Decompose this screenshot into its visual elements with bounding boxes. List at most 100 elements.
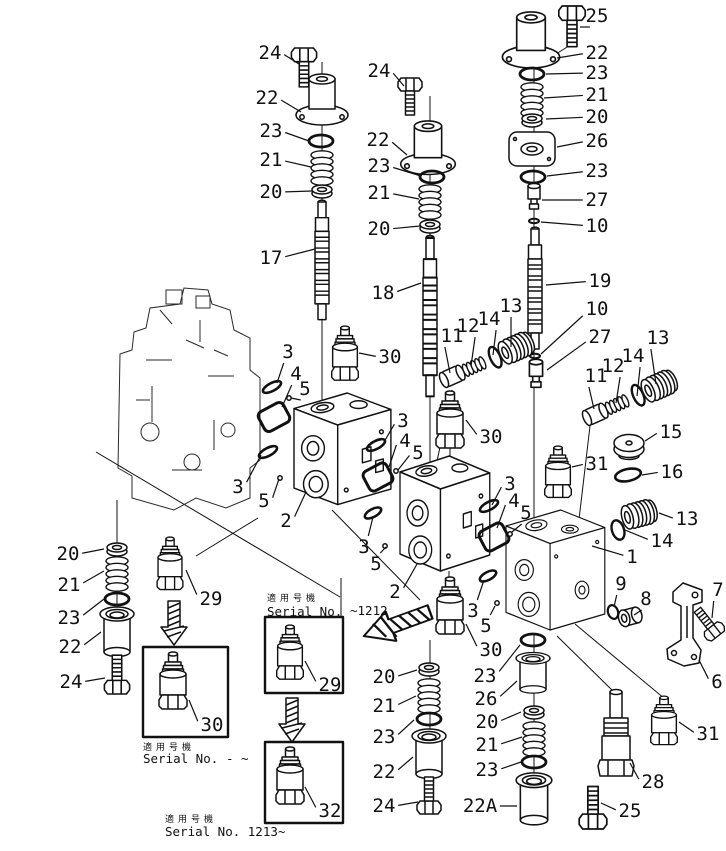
spring-21-bc xyxy=(417,678,441,714)
leader-line xyxy=(465,419,478,435)
oring-16 xyxy=(613,467,643,483)
part-number-label: 2 xyxy=(280,510,291,532)
leader-line xyxy=(501,736,523,745)
part-number-label: 25 xyxy=(586,5,609,27)
leader-line xyxy=(285,248,316,258)
leader-line xyxy=(403,563,418,589)
part-number-label: 30 xyxy=(480,639,503,661)
part-number-label: 22 xyxy=(373,761,396,783)
assembled-valve-sketch xyxy=(117,287,261,511)
part-number-label: 5 xyxy=(258,490,269,512)
leader-line xyxy=(556,53,583,59)
part-number-label: 24 xyxy=(259,42,282,64)
leader-line xyxy=(393,193,420,200)
ball-5-c2 xyxy=(494,600,500,606)
leader-line xyxy=(188,699,199,722)
callout-layer: 2422232120172422232120182522232120262327… xyxy=(57,5,724,822)
oring-3-a2 xyxy=(257,444,279,460)
leader-line xyxy=(272,478,280,498)
part-number-label: 10 xyxy=(586,298,609,320)
plug-13-main xyxy=(618,496,661,532)
leader-line xyxy=(290,397,301,401)
part-number-label: 4 xyxy=(508,490,519,512)
part-number-label: 18 xyxy=(372,282,395,304)
oring-23-col3b xyxy=(519,169,547,185)
part-number-label: 25 xyxy=(619,800,642,822)
leader-line xyxy=(476,579,485,601)
part-number-label: 3 xyxy=(467,600,478,622)
leader-line xyxy=(388,444,397,468)
bolt-25-bottom xyxy=(578,785,608,830)
part-number-label: 5 xyxy=(520,502,531,524)
oring-9 xyxy=(606,604,620,620)
leader-line xyxy=(367,516,374,537)
valve-28 xyxy=(597,688,635,777)
serial-box-30 xyxy=(141,645,230,739)
part-number-label: 20 xyxy=(476,711,499,733)
leader-line xyxy=(304,660,317,682)
leader-line xyxy=(246,454,262,483)
ball-5-a1 xyxy=(286,395,292,401)
part-number-label: 23 xyxy=(58,607,81,629)
leader-line xyxy=(397,756,414,771)
leader-line xyxy=(396,282,422,293)
part-number-label: 20 xyxy=(260,181,283,203)
part-number-label: 19 xyxy=(589,270,612,292)
leader-line xyxy=(540,221,583,226)
leader-line xyxy=(281,384,293,408)
leader-line xyxy=(304,786,317,808)
part-number-label: 13 xyxy=(500,295,523,317)
part-number-label: 30 xyxy=(480,426,503,448)
part-number-label: 31 xyxy=(697,723,720,745)
cap-15 xyxy=(613,433,645,461)
leader-line xyxy=(82,548,105,554)
serial-box-32 xyxy=(263,740,345,825)
part-number-label: 5 xyxy=(480,615,491,637)
part-number-label: 23 xyxy=(586,62,609,84)
gasket-4-c xyxy=(477,521,511,553)
serial-left-jp: 適用号機 xyxy=(143,741,195,753)
leader-line xyxy=(600,802,617,811)
oring-14-main xyxy=(610,519,626,541)
oring-23-br1 xyxy=(519,632,547,648)
valve-31-bottom xyxy=(649,695,679,746)
plug-8 xyxy=(617,606,643,628)
part-number-label: 5 xyxy=(299,378,310,400)
leader-line xyxy=(615,376,621,404)
part-number-label: 5 xyxy=(370,553,381,575)
part-number-label: 13 xyxy=(676,508,699,530)
leader-line xyxy=(393,225,421,230)
part-number-label: 3 xyxy=(282,341,293,363)
leader-line xyxy=(546,341,587,371)
part-number-label: 22A xyxy=(463,795,498,817)
leader-line xyxy=(358,352,376,357)
part-number-label: 31 xyxy=(586,453,609,475)
spool-18 xyxy=(422,234,438,398)
leader-line xyxy=(285,160,312,168)
part-number-label: 22 xyxy=(367,129,390,151)
main-block-1 xyxy=(505,509,606,631)
part-number-label: 3 xyxy=(504,473,515,495)
leader-line xyxy=(624,529,649,540)
valve-section-2-second xyxy=(399,455,491,572)
leader-line xyxy=(500,711,522,722)
part-number-label: 16 xyxy=(661,461,684,483)
serial-center-range: ~1212 xyxy=(350,603,388,618)
leader-line xyxy=(379,546,387,554)
seat-20-col3 xyxy=(521,113,543,128)
part-number-label: 15 xyxy=(660,421,683,443)
part-number-label: 24 xyxy=(373,795,396,817)
leader-line xyxy=(398,669,418,677)
part-number-label: 21 xyxy=(368,182,391,204)
part-number-label: 23 xyxy=(474,665,497,687)
leader-line xyxy=(496,504,506,529)
part-number-label: 14 xyxy=(622,345,645,367)
leader-line xyxy=(294,491,307,517)
part-number-label: 20 xyxy=(373,666,396,688)
spring-21-br xyxy=(522,721,546,757)
spring-21-col1 xyxy=(310,150,334,186)
serial-note-bottom: 適用号機 Serial No. 1213~ xyxy=(165,813,285,839)
part-number-label: 9 xyxy=(615,573,626,595)
part-number-label: 14 xyxy=(478,308,501,330)
leader-line xyxy=(391,141,408,156)
